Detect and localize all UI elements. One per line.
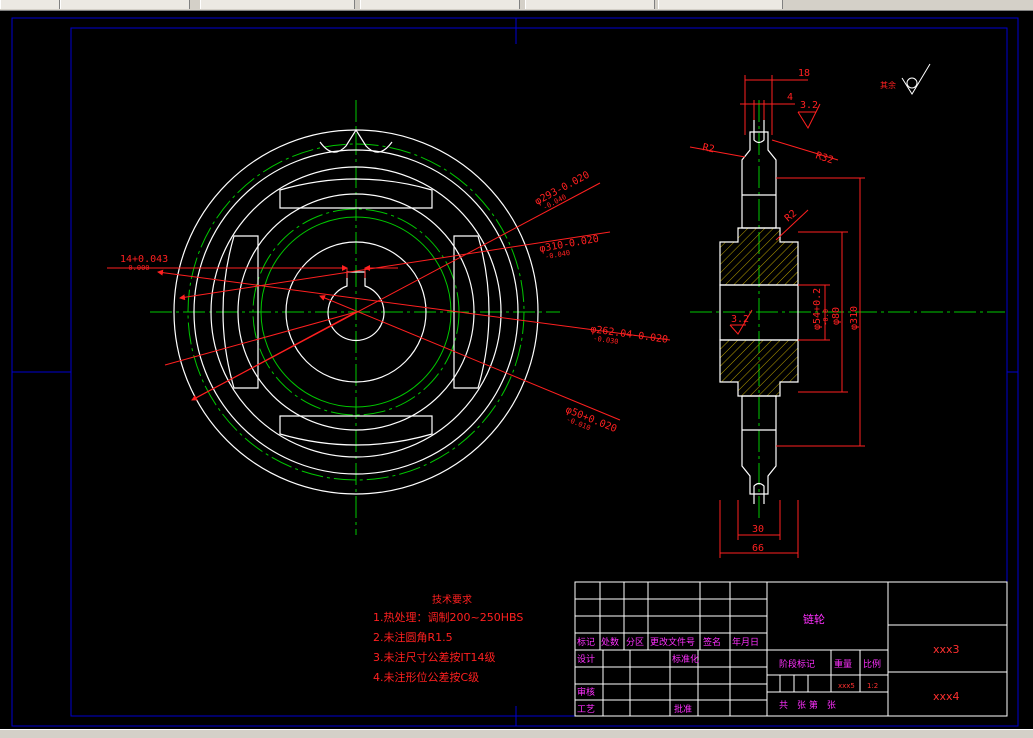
- section-centerlines: [690, 100, 1005, 520]
- title-block-labels: 标记 处数 分区 更改文件号 签名 年月日 设计 标准化 阶段标记 重量 比例 …: [577, 612, 881, 715]
- front-view: 14+0.043 -0.000 φ293-0.020 -0.040 φ310-0…: [107, 100, 671, 535]
- dim-w66: 66: [752, 543, 764, 554]
- dim-w4: 4: [787, 92, 793, 103]
- dim-d310: φ310-0.020 -0.040: [539, 234, 601, 262]
- status-bar: [0, 729, 1033, 738]
- cell-zhongliang: 重量: [834, 658, 852, 670]
- document-tab-bar: [0, 0, 1033, 11]
- rough-bore: 3.2: [731, 314, 749, 325]
- dim-w18: 18: [798, 68, 810, 79]
- weight-value: xxx5: [838, 682, 855, 690]
- scale-value: 1:2: [867, 682, 878, 690]
- title-block-values: xxx5 1:2 xxx3 xxx4: [838, 643, 960, 703]
- cell-gongyi: 工艺: [577, 704, 595, 715]
- note-3: 3.未注尺寸公差按IT14级: [373, 650, 495, 664]
- cell-fenqu: 分区: [626, 637, 644, 648]
- part-name: 链轮: [803, 612, 825, 626]
- rest-roughness-label: 其余: [880, 80, 896, 90]
- note-1: 1.热处理：调制200~250HBS: [373, 611, 523, 624]
- section-outlines: [719, 120, 799, 504]
- cell-jieduan: 阶段标记: [779, 658, 815, 670]
- dim-d293: φ293-0.020 -0.040: [533, 170, 595, 214]
- notes-title: 技术要求: [432, 593, 472, 606]
- drawing-number-xxx3: xxx3: [933, 643, 960, 656]
- cell-nianyueri: 年月日: [732, 636, 759, 648]
- cell-qianming: 签名: [703, 636, 721, 648]
- front-dimension-text: 14+0.043 -0.000 φ293-0.020 -0.040 φ310-0…: [120, 170, 669, 442]
- note-4: 4.未注形位公差按C级: [373, 670, 479, 684]
- section-dimension-lines: [689, 75, 865, 558]
- front-outlines: [173, 128, 539, 495]
- section-hatch: [719, 227, 799, 397]
- cell-gengai: 更改文件号: [650, 636, 695, 648]
- cell-gong-zhang: 共 张 第 张: [779, 699, 836, 711]
- rest-roughness: 其余: [880, 63, 931, 95]
- tab-5[interactable]: [525, 0, 655, 9]
- dim-d262: φ262.04-0.020 -0.030: [589, 324, 669, 353]
- cell-shenhe: 审核: [577, 686, 595, 698]
- drawing-canvas[interactable]: 14+0.043 -0.000 φ293-0.020 -0.040 φ310-0…: [0, 11, 1033, 729]
- dim-d50: φ50+0.020 -0.010: [561, 405, 618, 442]
- cell-bili: 比例: [863, 658, 881, 670]
- note-2: 2.未注圆角R1.5: [373, 630, 453, 644]
- dim-r32: R32: [814, 150, 835, 166]
- section-dimension-text: 18 4 3.2 R2 R32 R2 φ54+0.2 -0.0 φ80 φ310…: [701, 68, 860, 554]
- dim-d54: φ54+0.2 -0.0: [812, 288, 830, 330]
- title-block: 标记 处数 分区 更改文件号 签名 年月日 设计 标准化 阶段标记 重量 比例 …: [574, 581, 1008, 717]
- cell-chushu: 处数: [601, 636, 619, 648]
- tab-6[interactable]: [658, 0, 783, 9]
- title-block-grid: [574, 581, 1008, 717]
- dim-d80: φ80: [831, 307, 842, 325]
- tab-1[interactable]: [0, 0, 60, 9]
- dim-d310b: φ310: [849, 306, 860, 330]
- cell-pizhun: 批准: [674, 703, 692, 715]
- dim-r2a: R2: [701, 142, 715, 155]
- section-view: 18 4 3.2 R2 R32 R2 φ54+0.2 -0.0 φ80 φ310…: [689, 63, 1005, 558]
- dim-keyway-width: 14+0.043 -0.000: [120, 254, 168, 272]
- roughness-symbol-icon: [901, 63, 931, 95]
- cell-biaozhunhua: 标准化: [672, 653, 699, 665]
- drawing-number-xxx4: xxx4: [933, 690, 960, 703]
- dim-w30: 30: [752, 524, 764, 535]
- tab-2[interactable]: [60, 0, 190, 9]
- dim-r2b: R2: [783, 208, 799, 224]
- cell-sheji: 设计: [577, 653, 595, 665]
- tab-3[interactable]: [200, 0, 355, 9]
- rough-top: 3.2: [800, 100, 818, 111]
- front-dimension-lines: [107, 182, 671, 421]
- tab-4[interactable]: [360, 0, 520, 9]
- sheet-frame: [11, 17, 1019, 727]
- technical-notes: 技术要求 1.热处理：调制200~250HBS 2.未注圆角R1.5 3.未注尺…: [373, 593, 523, 684]
- cell-biaoji: 标记: [577, 636, 595, 648]
